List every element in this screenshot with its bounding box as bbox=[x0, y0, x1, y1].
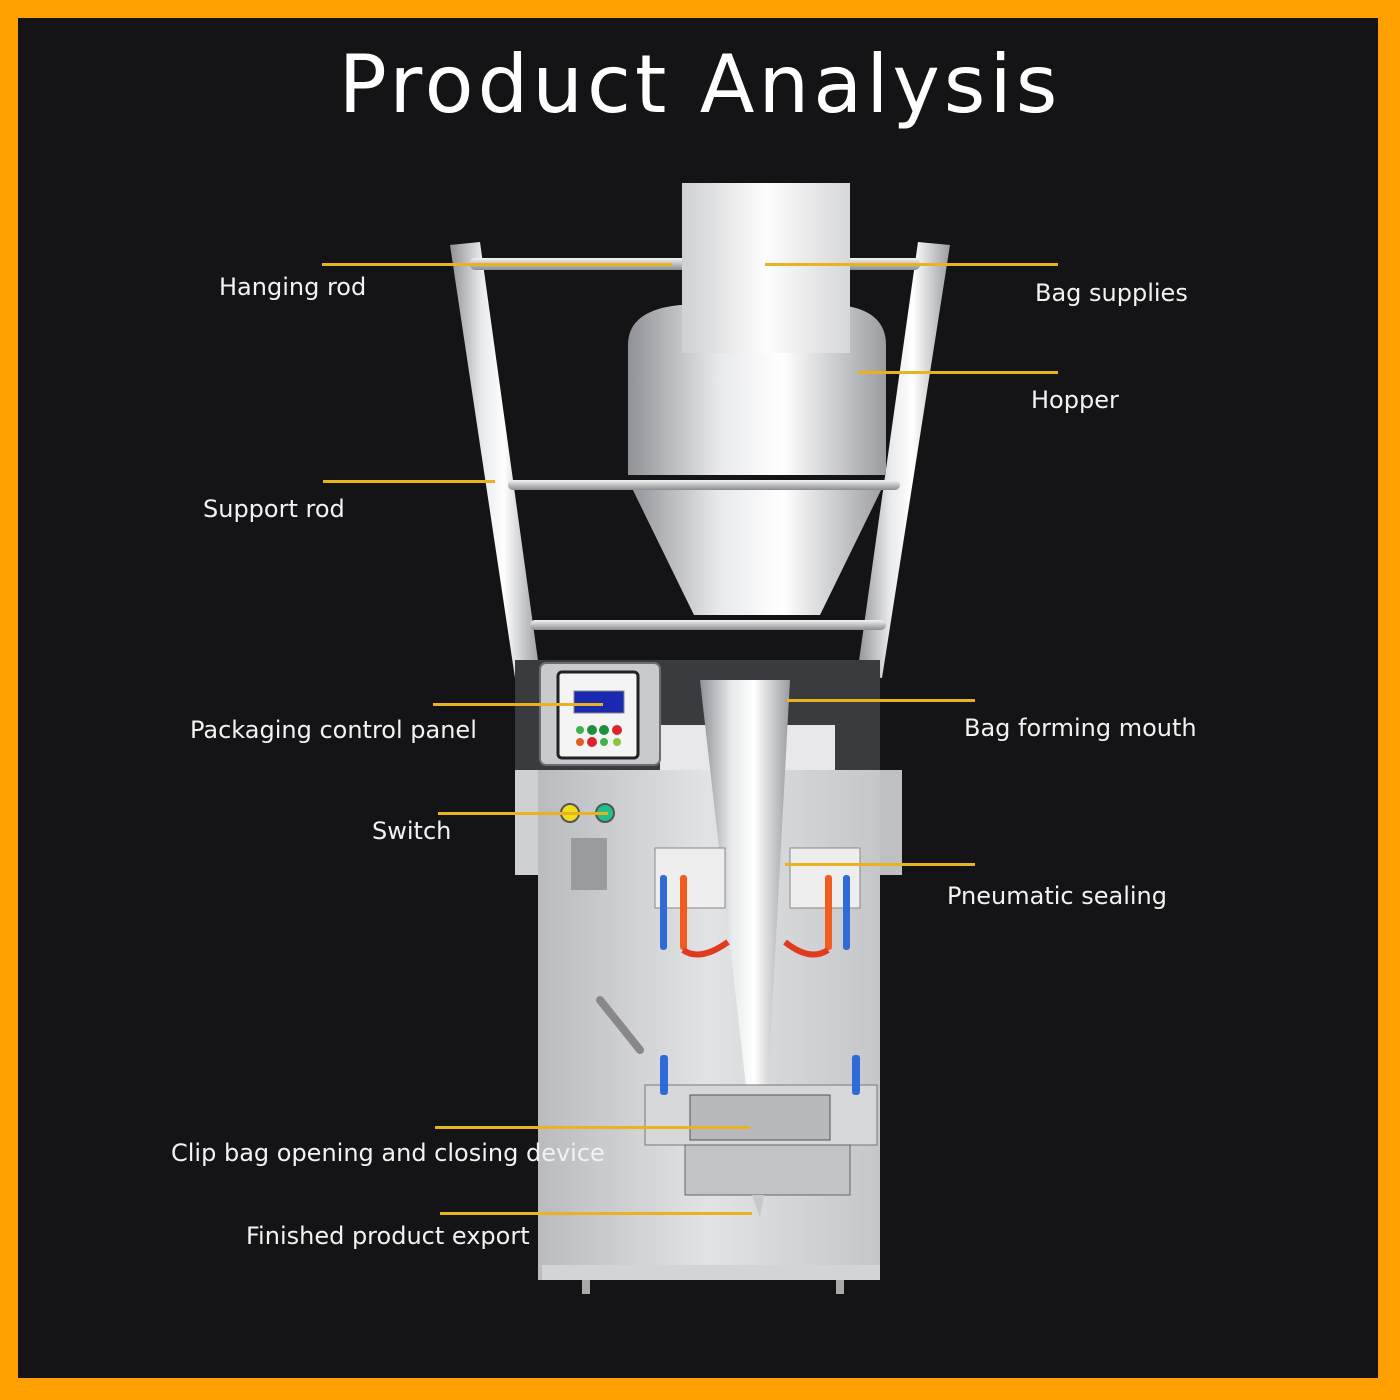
cabinet-side-right bbox=[880, 770, 902, 875]
leader-hopper bbox=[858, 371, 1058, 374]
lever-handle bbox=[596, 996, 644, 1054]
frame-post-right bbox=[857, 242, 950, 678]
cabinet-base bbox=[542, 1265, 880, 1280]
leader-switch bbox=[438, 812, 608, 815]
frame-post-left bbox=[450, 242, 540, 678]
control-panel-buttons bbox=[576, 725, 622, 747]
foot-right bbox=[836, 1280, 844, 1294]
label-pneumatic-sealing: Pneumatic sealing bbox=[947, 882, 1167, 910]
pneumatic-sealer-left bbox=[654, 847, 730, 958]
hopper-cone bbox=[628, 480, 886, 615]
leader-control-panel bbox=[433, 703, 603, 706]
leader-finished-product-export bbox=[440, 1212, 752, 1215]
label-switch: Switch bbox=[372, 817, 452, 845]
label-packaging-control-panel: Packaging control panel bbox=[190, 716, 477, 744]
foot-left bbox=[582, 1280, 590, 1294]
cabinet-window bbox=[571, 838, 607, 890]
label-bag-forming-mouth: Bag forming mouth bbox=[964, 714, 1197, 742]
clip-bag-device bbox=[644, 1055, 878, 1196]
control-panel-display bbox=[573, 690, 625, 714]
label-finished-product-export: Finished product export bbox=[246, 1222, 530, 1250]
pneumatic-sealer-right bbox=[783, 847, 861, 958]
leader-hanging-rod bbox=[322, 263, 672, 266]
label-hanging-rod: Hanging rod bbox=[219, 273, 367, 301]
leader-bag-forming-mouth bbox=[787, 699, 975, 702]
page-title: Product Analysis bbox=[338, 38, 1062, 131]
leader-bag-supplies bbox=[765, 263, 1058, 266]
label-clip-bag-device: Clip bag opening and closing device bbox=[171, 1139, 605, 1167]
control-panel-face bbox=[556, 670, 640, 760]
leader-support-rod bbox=[323, 480, 495, 483]
label-support-rod: Support rod bbox=[203, 495, 345, 523]
label-bag-supplies: Bag supplies bbox=[1035, 279, 1188, 307]
lower-rod bbox=[530, 620, 886, 630]
cabinet-side-left bbox=[515, 770, 538, 875]
leader-pneumatic-sealing bbox=[785, 863, 975, 866]
bag-supply-roll bbox=[682, 183, 850, 353]
leader-clip-bag-device bbox=[435, 1126, 750, 1129]
bag-forming-tube bbox=[700, 680, 790, 1140]
support-rod bbox=[508, 480, 900, 490]
label-hopper: Hopper bbox=[1031, 386, 1119, 414]
product-export-nozzle bbox=[752, 1195, 764, 1218]
